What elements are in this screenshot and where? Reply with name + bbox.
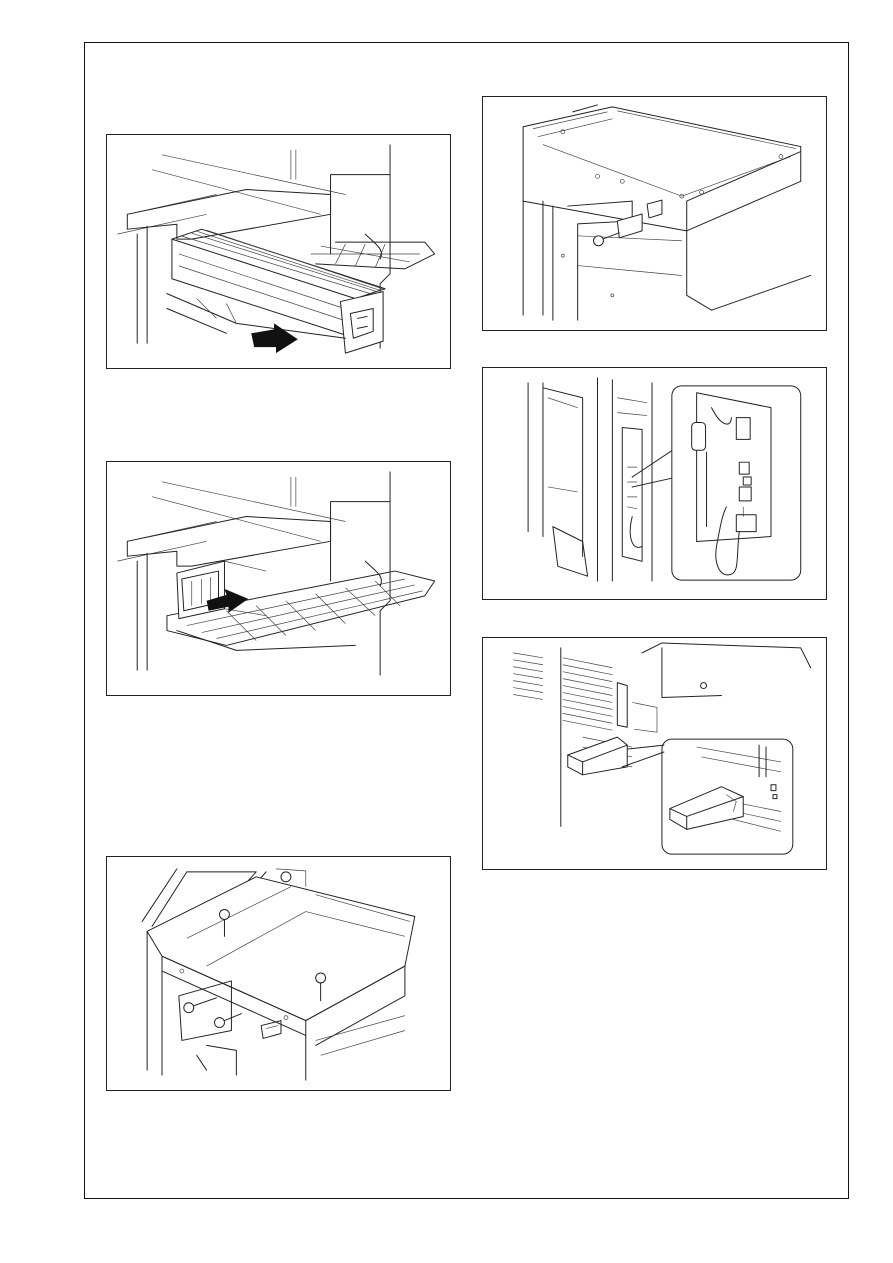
figure-cover-screw [482,96,827,331]
figure-toner-insert [106,134,451,369]
platen-glass-screws-illustration [107,857,450,1090]
figure-drum-insert [106,461,451,696]
figure-cable-connect [482,367,827,600]
figure-stabilizer [482,637,827,870]
toner-cartridge-insert-illustration [107,135,450,368]
drum-unit-insert-illustration [107,462,450,695]
interface-cable-connection-illustration [483,368,826,599]
figure-platen-screws [106,856,451,1091]
stabilizer-foot-illustration [483,638,826,869]
rear-cover-screw-illustration [483,97,826,330]
